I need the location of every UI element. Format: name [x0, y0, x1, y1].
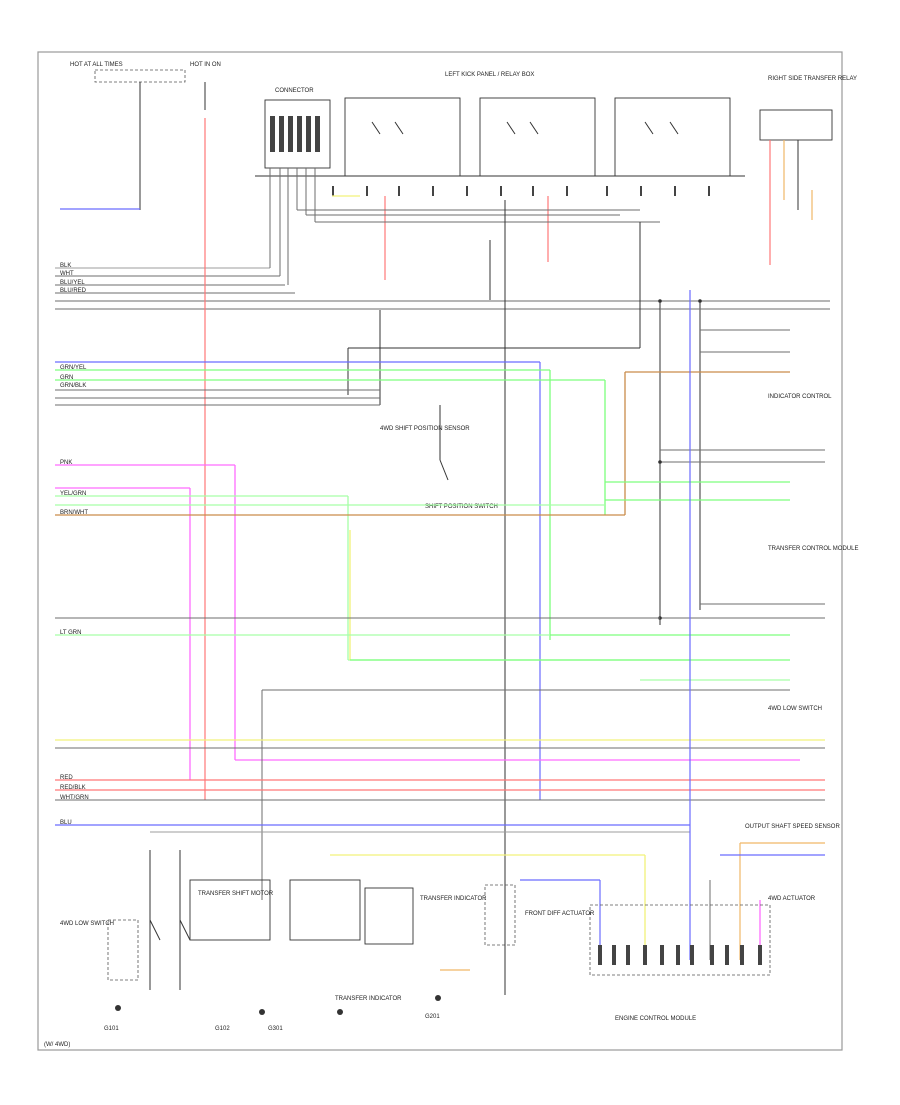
diagram-frame	[37, 51, 843, 1051]
svg-text:GRN/YEL: GRN/YEL	[60, 365, 87, 371]
relay-switches	[371, 121, 679, 135]
switch	[439, 459, 449, 481]
svg-text:WHT/GRN: WHT/GRN	[60, 795, 89, 801]
right-wire-group-1	[660, 300, 830, 353]
fuse-label-a: HOT AT ALL TIMES	[70, 62, 123, 68]
module-b	[289, 879, 361, 941]
bottom-mid-label-1: TRANSFER SHIFT MOTOR	[198, 891, 274, 897]
ecm-connector	[589, 904, 771, 976]
connector-pins	[270, 116, 320, 152]
relay-box-title: LEFT KICK PANEL / RELAY BOX	[445, 72, 534, 78]
svg-text:WHT: WHT	[60, 271, 74, 277]
module-c	[364, 887, 414, 945]
svg-text:PNK: PNK	[60, 460, 72, 466]
right-relay-box	[759, 109, 833, 141]
right-wire-group-2	[350, 449, 825, 661]
left-wire-labels: BLK WHT BLU/YEL BLU/RED GRN/YEL GRN GRN/…	[60, 263, 89, 826]
module-a	[189, 879, 271, 941]
svg-text:BLU/YEL: BLU/YEL	[60, 280, 85, 286]
relay-terminal-labels	[332, 186, 710, 196]
bus-wires-bottom	[55, 739, 825, 833]
right-relay-label: RIGHT SIDE TRANSFER RELAY	[768, 76, 857, 82]
ground-label-2: G102	[215, 1026, 230, 1032]
ground-label-3: G201	[425, 1014, 440, 1020]
svg-text:YEL/GRN: YEL/GRN	[60, 491, 86, 497]
connector-title: CONNECTOR	[275, 88, 314, 94]
bottom-left-label: 4WD LOW SWITCH	[60, 921, 114, 927]
ground-label-4: G301	[268, 1026, 283, 1032]
shift-position-label: SHIFT POSITION SWITCH	[425, 504, 498, 510]
bus-wires-mid	[55, 361, 606, 800]
ground-label-1: G101	[104, 1026, 119, 1032]
svg-text:BLK: BLK	[60, 263, 71, 269]
right-label-5: 4WD ACTUATOR	[768, 896, 816, 902]
svg-text:RED: RED	[60, 775, 73, 781]
mid-sensor-label: 4WD SHIFT POSITION SENSOR	[380, 426, 470, 432]
transfer-indicator-label: TRANSFER INDICATOR	[335, 996, 402, 1002]
right-label-4: OUTPUT SHAFT SPEED SENSOR	[745, 824, 840, 830]
svg-text:GRN: GRN	[60, 375, 73, 381]
ground-symbols	[115, 995, 441, 1015]
svg-text:BLU: BLU	[60, 820, 72, 826]
right-label-2: TRANSFER CONTROL MODULE	[768, 546, 858, 552]
footer-id: (W/ 4WD)	[44, 1042, 70, 1048]
svg-text:BLU/RED: BLU/RED	[60, 288, 87, 294]
switch	[149, 919, 161, 941]
svg-text:BRN/WHT: BRN/WHT	[60, 510, 88, 516]
bottom-mid-label-2: TRANSFER INDICATOR	[420, 896, 487, 902]
ecm-label: ENGINE CONTROL MODULE	[615, 1016, 696, 1022]
right-label-3: 4WD LOW SWITCH	[768, 706, 822, 712]
bottom-mid-label-3: FRONT DIFF ACTUATOR	[525, 911, 595, 917]
module-d	[484, 884, 516, 946]
fuse-label-b: HOT IN ON	[190, 62, 221, 68]
switch	[179, 919, 191, 941]
svg-text:GRN/BLK: GRN/BLK	[60, 383, 86, 389]
connector-vertical-wires	[269, 168, 316, 285]
ecm-pins	[598, 945, 762, 965]
right-label-1: INDICATOR CONTROL	[768, 394, 832, 400]
svg-text:LT GRN: LT GRN	[60, 630, 81, 636]
svg-text:RED/BLK: RED/BLK	[60, 785, 86, 791]
switch-box	[107, 919, 139, 981]
